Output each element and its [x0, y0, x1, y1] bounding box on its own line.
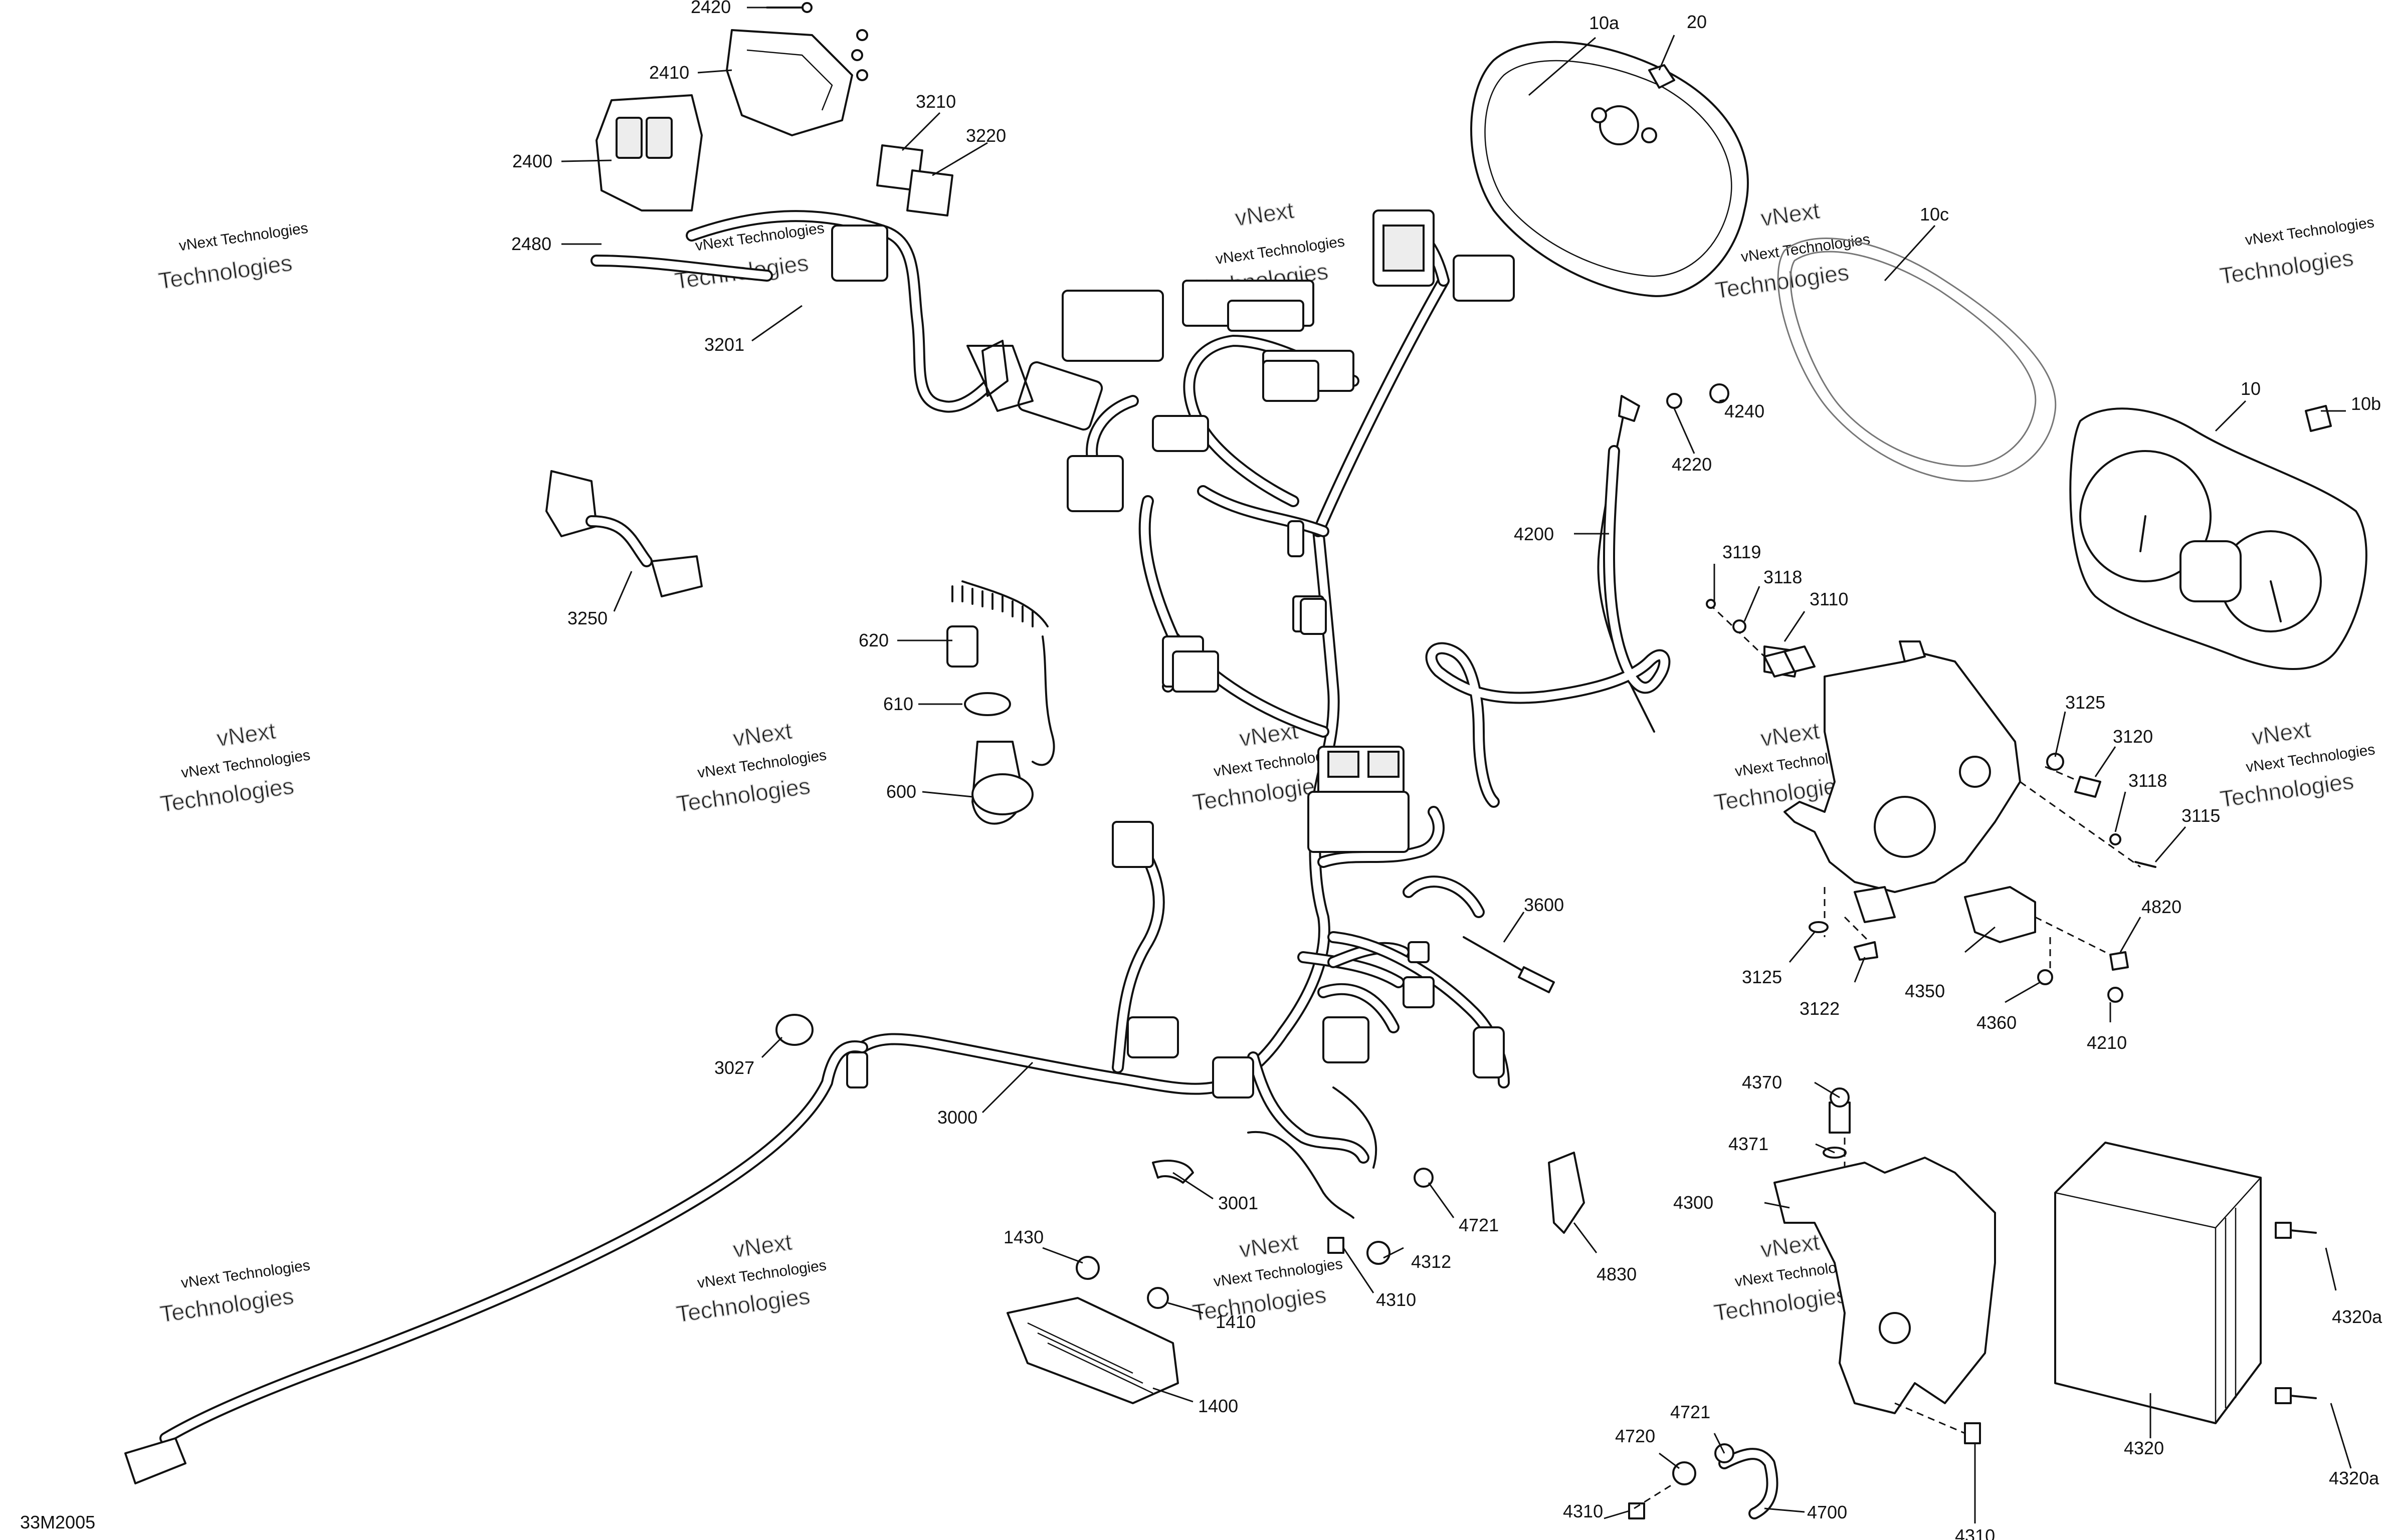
- label-20: 20: [1687, 12, 1707, 32]
- label-4720: 4720: [1615, 1426, 1655, 1446]
- watermark-text: Technologies: [675, 1283, 812, 1328]
- main-wiring-harness: [856, 209, 1515, 1169]
- grommet-4830: [1548, 1152, 1585, 1234]
- watermark-text: Technologies: [2218, 245, 2355, 289]
- label-4721: 4721: [1459, 1215, 1499, 1235]
- label-1430: 1430: [1004, 1227, 1044, 1247]
- label-4320: 4320: [2124, 1438, 2164, 1458]
- label-3125: 3125: [2065, 692, 2105, 713]
- instrument-cluster: [1470, 41, 2367, 670]
- label-600: 600: [886, 781, 916, 802]
- label-4360: 4360: [1976, 1012, 2017, 1033]
- label-3110: 3110: [1810, 589, 1848, 609]
- part-labels: 2420 2410 2400 2480 3210 3220 3201 3250 …: [511, 0, 2382, 1540]
- label-4310c: 4310: [1955, 1525, 1995, 1540]
- label-3118b: 3118: [2128, 770, 2167, 791]
- label-4830: 4830: [1597, 1264, 1637, 1284]
- watermark-text: Technologies: [1714, 259, 1851, 304]
- callout-leaders: [561, 7, 2352, 1523]
- label-3201: 3201: [704, 334, 744, 355]
- watermark-text: Technologies: [157, 250, 294, 294]
- label-3210: 3210: [916, 91, 956, 112]
- label-3120: 3120: [2113, 726, 2153, 747]
- label-2480: 2480: [511, 234, 551, 254]
- key-switch-and-lanyard: [946, 580, 1055, 825]
- watermark-text: Technologies: [1712, 1281, 1849, 1326]
- label-620: 620: [859, 630, 889, 650]
- label-2410: 2410: [649, 62, 689, 83]
- watermark-text: vNext: [1759, 1229, 1821, 1263]
- switch-harness: [686, 210, 1103, 431]
- diagram-code: 33M2005: [20, 1512, 95, 1532]
- label-10: 10: [2241, 378, 2261, 399]
- ground-strap-4700: [1628, 1443, 1778, 1519]
- watermark-text: vNext: [1759, 718, 1821, 752]
- label-4370: 4370: [1742, 1072, 1782, 1092]
- watermark-text: vNext: [1238, 1229, 1300, 1263]
- voltage-regulator-1400: [1007, 1256, 1179, 1404]
- label-2420: 2420: [691, 0, 731, 17]
- watermark-text: vNext Technologies: [2244, 214, 2375, 249]
- label-4310b: 4310: [1563, 1501, 1603, 1521]
- label-610: 610: [883, 694, 913, 714]
- label-4300: 4300: [1673, 1192, 1713, 1213]
- watermark-text: Technologies: [158, 1283, 295, 1328]
- label-4820: 4820: [2141, 897, 2181, 917]
- label-3001: 3001: [1218, 1193, 1258, 1213]
- watermark-text: vNext: [1759, 197, 1821, 232]
- rear-harness-branch: [124, 1040, 868, 1484]
- label-3027: 3027: [714, 1057, 754, 1078]
- label-2400: 2400: [512, 151, 552, 171]
- label-3600: 3600: [1524, 895, 1564, 915]
- label-4320a-top: 4320a: [2332, 1306, 2382, 1327]
- front-bracket-assembly: [1706, 599, 2156, 1003]
- label-10b: 10b: [2351, 393, 2381, 414]
- cable-3600: [1463, 936, 1555, 993]
- watermark-text: vNext: [2250, 716, 2312, 750]
- label-3000: 3000: [937, 1107, 977, 1128]
- watermark-text: Technologies: [675, 773, 812, 817]
- watermark-text: Technologies: [158, 773, 295, 817]
- label-4312: 4312: [1411, 1251, 1451, 1272]
- label-10a: 10a: [1589, 13, 1620, 33]
- label-4371: 4371: [1728, 1134, 1768, 1154]
- label-3250: 3250: [567, 608, 608, 628]
- label-3119: 3119: [1722, 542, 1761, 562]
- label-4320a-bottom: 4320a: [2329, 1468, 2379, 1488]
- label-10c: 10c: [1920, 204, 1949, 225]
- plug-3027: [775, 1014, 814, 1046]
- handlebar-switch-assembly: [590, 2, 868, 282]
- connector-3250: [545, 470, 703, 597]
- label-3220: 3220: [966, 125, 1006, 146]
- label-1410: 1410: [1216, 1311, 1256, 1332]
- relays-3210-3220: [876, 144, 953, 216]
- watermark-text: vNext: [215, 718, 277, 752]
- label-1400: 1400: [1198, 1396, 1238, 1416]
- label-4721b: 4721: [1670, 1402, 1710, 1422]
- watermark-text: Technologies: [2219, 768, 2355, 812]
- label-4240: 4240: [1724, 401, 1764, 421]
- label-3115: 3115: [2181, 805, 2220, 826]
- label-4310: 4310: [1376, 1289, 1416, 1310]
- watermark-text: vNext Technologies: [1740, 231, 1871, 266]
- label-4700: 4700: [1807, 1502, 1847, 1522]
- label-4350: 4350: [1905, 981, 1945, 1001]
- watermark-text: vNext: [731, 1229, 793, 1263]
- label-4200: 4200: [1514, 524, 1554, 544]
- ecm-bracket-and-module: [1773, 1087, 2317, 1444]
- label-3122: 3122: [1800, 998, 1840, 1019]
- battery-cable-4200: [1425, 383, 1729, 808]
- label-4210: 4210: [2087, 1032, 2127, 1053]
- watermark-text: Technologies: [1191, 1281, 1328, 1326]
- label-3125b: 3125: [1742, 967, 1782, 987]
- label-3118: 3118: [1763, 567, 1802, 587]
- watermark-text: vNext: [1234, 197, 1296, 231]
- label-4220: 4220: [1672, 454, 1712, 475]
- watermark-text: vNext: [731, 718, 793, 752]
